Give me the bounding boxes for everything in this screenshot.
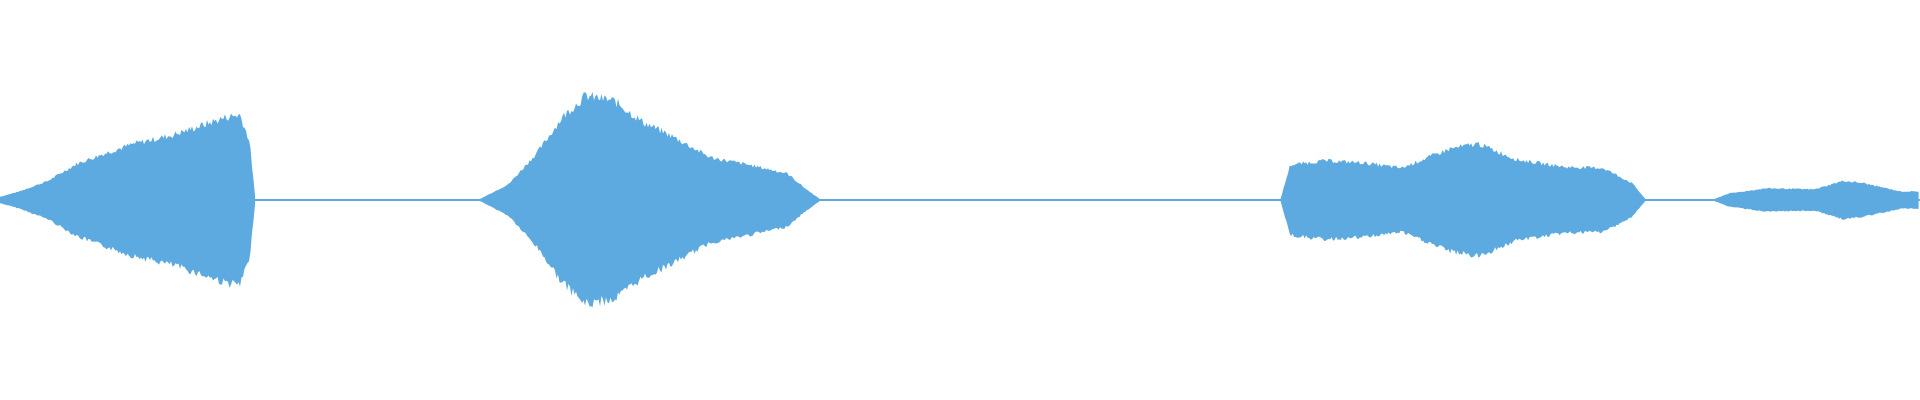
waveform-segments	[0, 91, 1919, 308]
waveform-burst-4	[1714, 180, 1919, 220]
waveform-burst-3	[1280, 142, 1646, 258]
waveform-burst-1	[0, 113, 255, 288]
waveform-burst-2	[480, 91, 819, 308]
